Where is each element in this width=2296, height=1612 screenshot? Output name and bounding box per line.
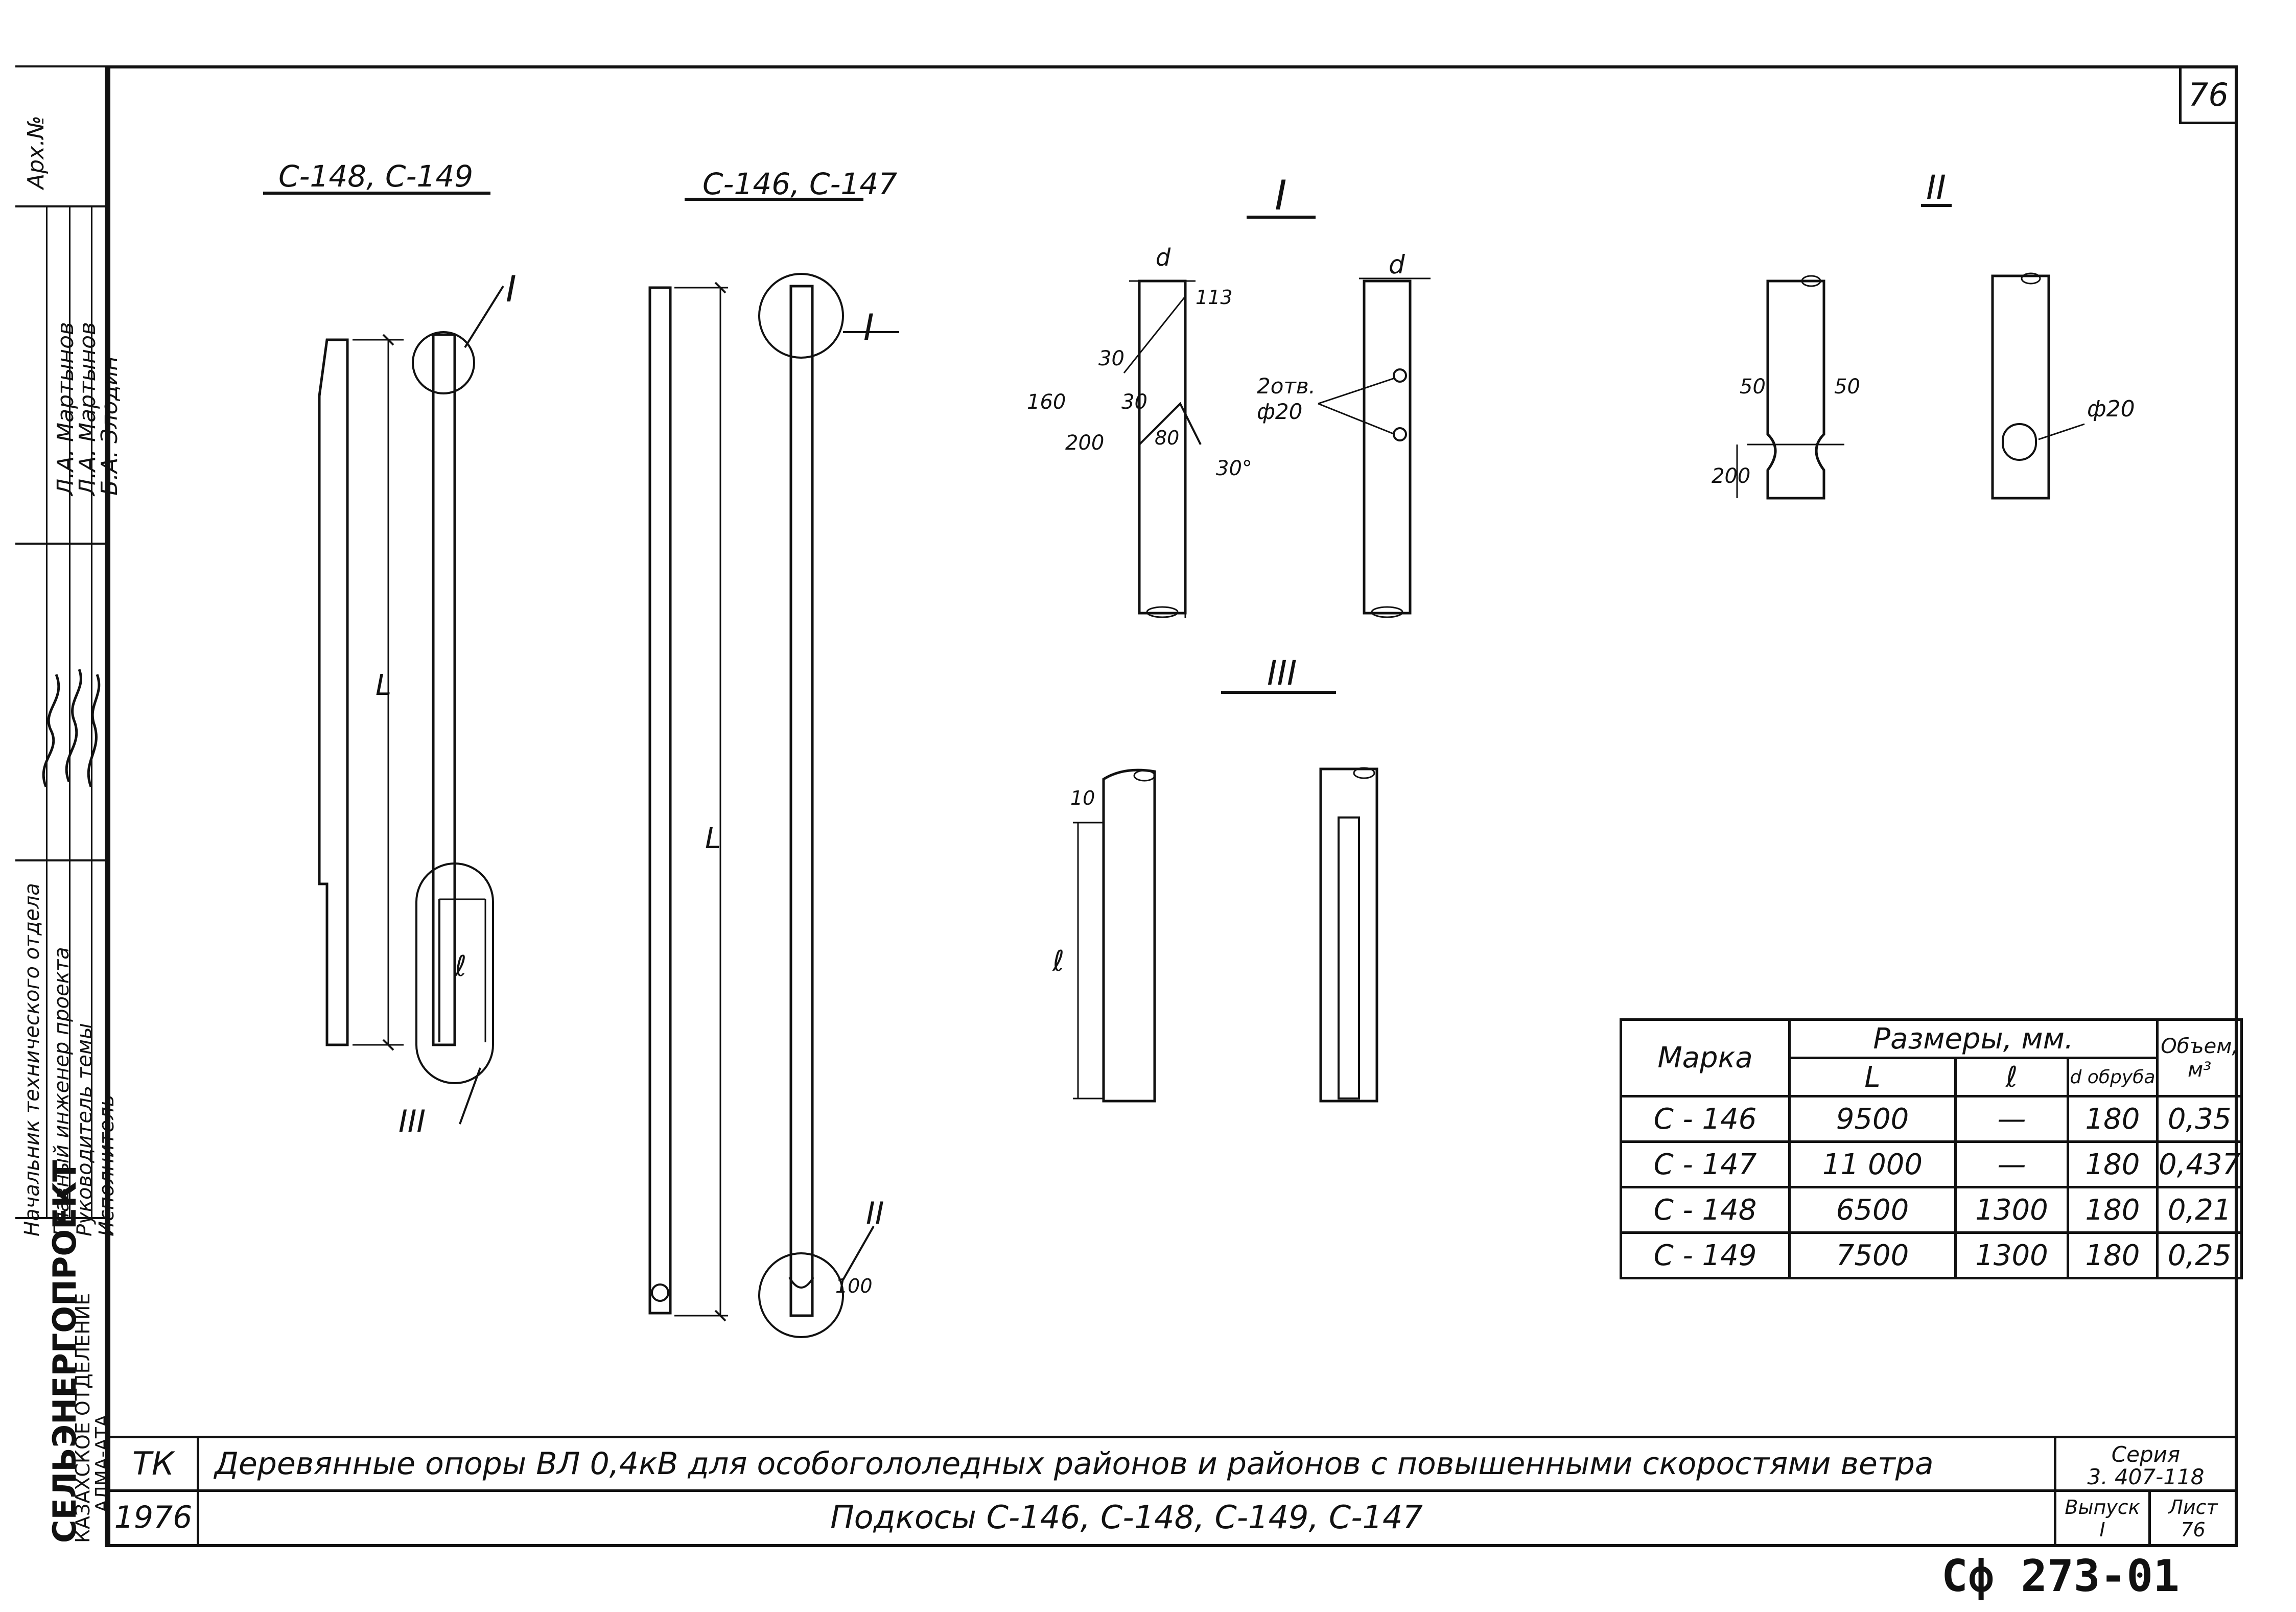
d-i-d-right: d [1389,250,1405,279]
dim-l-left: ℓ [454,950,466,983]
tb-title: Деревянные опоры ВЛ 0,4кВ для особоголол… [215,1446,1934,1482]
d-i-holes: 2отв. [1257,373,1316,399]
detail-iii-title: III [1267,653,1297,693]
tb-year: 1976 [114,1500,193,1535]
d-ii-50a: 50 [1740,375,1766,399]
col-l-header: ℓ [1954,1057,2069,1097]
table-row: С - 148 6500 1300 180 0,21 [1620,1186,2243,1234]
tb-code: ТК [132,1445,174,1482]
tb-sheet-label: Лист [2168,1496,2218,1518]
title-block-sheet: Лист 76 [2148,1489,2238,1547]
row-L: 9500 [1788,1095,1957,1143]
row-l: — [1954,1095,2069,1143]
stamp-code: Сф 273-01 [1941,1551,2180,1602]
d-iii-10: 10 [1070,787,1095,809]
col-d-header: d обруба [2067,1057,2159,1097]
middle-view-title: C-146, C-147 [702,167,897,201]
detail-ii-title: II [1926,168,1946,207]
row-l: 1300 [1954,1231,2069,1279]
col-volume-header: Объем, м³ [2156,1018,2243,1097]
title-block-issue: Выпуск I [2054,1489,2151,1547]
tb-sheet-value: 76 [2181,1518,2206,1541]
d-ii-50b: 50 [1834,375,1860,399]
row-d: 180 [2067,1095,2159,1143]
row-mark: С - 146 [1620,1095,1791,1143]
row-L: 7500 [1788,1231,1957,1279]
left-view-title: C-148, C-149 [278,159,473,194]
sheet-number: 76 [2188,76,2229,113]
dim-L-left: L [376,669,391,702]
row-l: 1300 [1954,1186,2069,1234]
dim-100: 100 [835,1275,873,1297]
tb-series-value: 3. 407-118 [2087,1464,2205,1489]
row-mark: С - 148 [1620,1186,1791,1234]
table-row: С - 146 9500 — 180 0,35 [1620,1095,2243,1143]
tb-issue-label: Выпуск [2065,1496,2140,1518]
col-mark-header: Марка [1620,1018,1791,1097]
row-d: 180 [2067,1231,2159,1279]
d-i-80: 80 [1155,427,1179,449]
d-ii-phi20: ф20 [2087,396,2135,422]
title-block-series: Серия 3. 407-118 [2054,1436,2238,1492]
d-i-angle: 30° [1216,457,1252,480]
row-mark: С - 149 [1620,1231,1791,1279]
callout-i-b: I [863,307,874,348]
row-vol: 0,21 [2156,1186,2243,1234]
tb-issue-value: I [2099,1518,2105,1541]
d-iii-l: ℓ [1052,945,1064,978]
title-block-subtitle: Подкосы С-146, С-148, С-149, С-147 [197,1489,2056,1547]
col-L-header: L [1788,1057,1957,1097]
row-mark: С - 147 [1620,1140,1791,1188]
col-sizes-header: Размеры, мм. [1788,1018,2159,1059]
table-row: С - 149 7500 1300 180 0,25 [1620,1231,2243,1279]
row-l: — [1954,1140,2069,1188]
row-vol: 0,35 [2156,1095,2243,1143]
detail-i-title: I [1275,172,1287,219]
d-i-113: 113 [1196,286,1233,309]
callout-iii: III [399,1104,426,1139]
row-d: 180 [2067,1186,2159,1234]
spec-table: Марка Размеры, мм. Объем, м³ L ℓ d обруб… [1620,1018,2243,1279]
row-vol: 0,437 [2156,1140,2243,1188]
tb-subtitle: Подкосы С-146, С-148, С-149, С-147 [830,1499,1423,1536]
title-block-code: ТК [107,1436,199,1492]
callout-ii: II [866,1196,884,1231]
d-i-160: 160 [1027,390,1066,414]
d-i-30b: 30 [1121,390,1147,414]
d-i-30a: 30 [1098,347,1124,370]
d-ii-200: 200 [1712,464,1750,488]
signatures [42,669,101,787]
title-block-year: 1976 [107,1489,199,1547]
sheet-number-box: 76 [2179,65,2238,124]
table-row: С - 147 11 000 — 180 0,437 [1620,1140,2243,1188]
tb-series-label: Серия [2111,1442,2181,1467]
callout-i-a: I [506,268,517,310]
row-vol: 0,25 [2156,1231,2243,1279]
row-L: 11 000 [1788,1140,1957,1188]
row-d: 180 [2067,1140,2159,1188]
title-block-title: Деревянные опоры ВЛ 0,4кВ для особоголол… [197,1436,2056,1492]
d-i-200: 200 [1065,431,1104,455]
row-L: 6500 [1788,1186,1957,1234]
d-i-d-top: d [1156,244,1171,271]
d-i-phi20: ф20 [1257,399,1302,424]
dim-L-middle: L [705,822,721,855]
